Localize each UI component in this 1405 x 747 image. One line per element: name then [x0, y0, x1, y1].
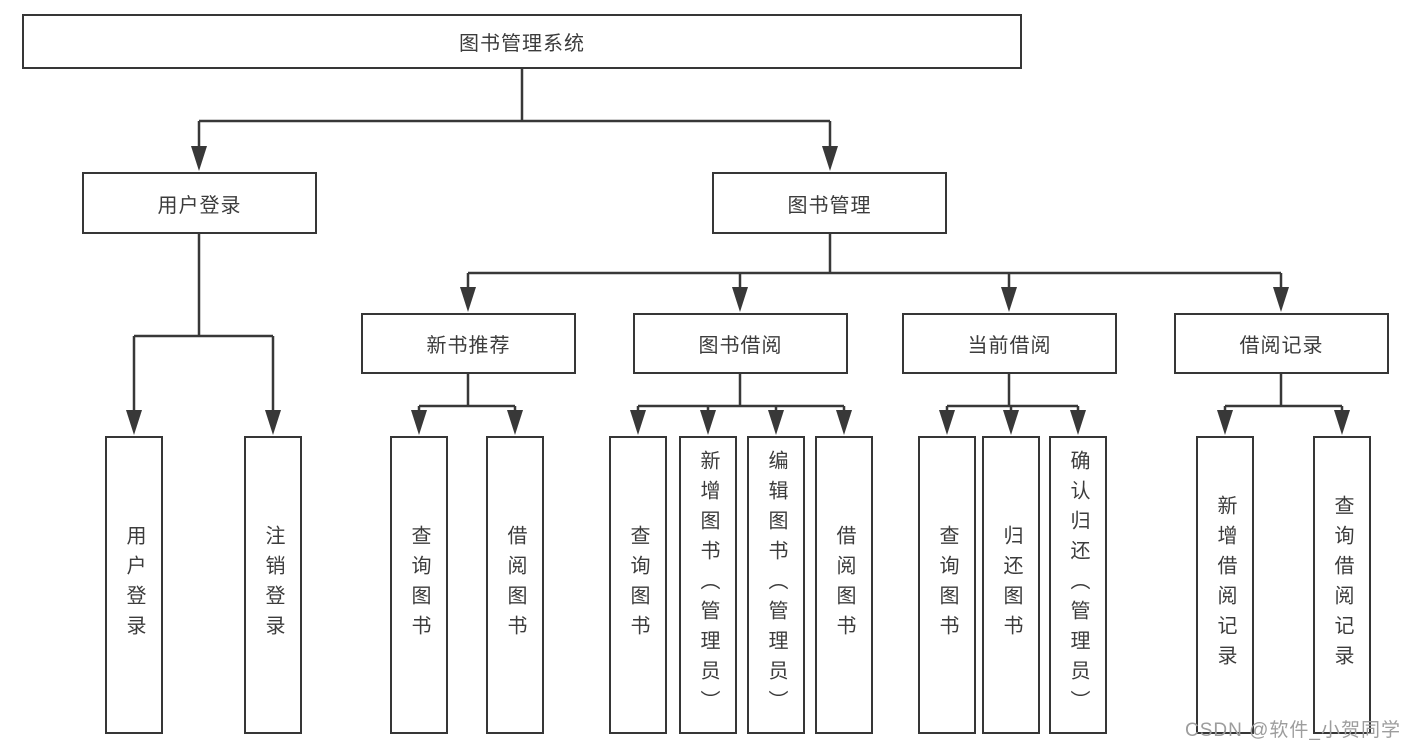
node-user-login: 用户登录	[82, 172, 317, 234]
arrow-down-icon	[1070, 410, 1086, 435]
leaf-query-books-recommend: 查询图书	[390, 436, 448, 734]
leaf-confirm-return-admin: 确认归还（管理员）	[1049, 436, 1107, 734]
arrow-down-icon	[507, 410, 523, 435]
node-label: 借阅图书	[504, 525, 526, 645]
leaf-edit-books-admin: 编辑图书（管理员）	[747, 436, 805, 734]
node-book-borrow: 图书借阅	[633, 313, 848, 374]
leaf-query-books-current: 查询图书	[918, 436, 976, 734]
node-label: 编辑图书（管理员）	[765, 450, 787, 720]
node-label: 借阅图书	[833, 525, 855, 645]
arrow-down-icon	[1273, 287, 1289, 312]
node-label: 图书借阅	[698, 335, 783, 357]
leaf-query-books-borrow: 查询图书	[609, 436, 667, 734]
node-root-library-system: 图书管理系统	[22, 14, 1022, 69]
arrow-down-icon	[822, 146, 838, 171]
arrow-down-icon	[1217, 410, 1233, 435]
node-label: 查询图书	[408, 525, 430, 645]
node-book-management: 图书管理	[712, 172, 947, 234]
node-label: 图书管理	[787, 194, 872, 217]
arrow-down-icon	[411, 410, 427, 435]
arrow-down-icon	[939, 410, 955, 435]
node-current-borrow: 当前借阅	[902, 313, 1117, 374]
csdn-watermark: CSDN @软件_小贺同学	[1185, 720, 1401, 741]
node-label: 确认归还（管理员）	[1067, 450, 1089, 720]
node-label: 用户登录	[123, 525, 145, 645]
node-label: 查询借阅记录	[1331, 495, 1353, 675]
connector-lines	[132, 69, 1344, 414]
arrow-down-icon	[191, 146, 207, 171]
arrow-down-icon	[630, 410, 646, 435]
node-label: 新书推荐	[426, 335, 511, 357]
node-new-book-recommend: 新书推荐	[361, 313, 576, 374]
leaf-add-books-admin: 新增图书（管理员）	[679, 436, 737, 734]
arrow-down-icon	[700, 410, 716, 435]
leaf-add-borrow-record: 新增借阅记录	[1196, 436, 1254, 734]
leaf-user-login: 用户登录	[105, 436, 163, 734]
arrow-down-icon	[1001, 287, 1017, 312]
leaf-return-books: 归还图书	[982, 436, 1040, 734]
leaf-query-borrow-record: 查询借阅记录	[1313, 436, 1371, 734]
arrow-down-icon	[1003, 410, 1019, 435]
node-label: 新增图书（管理员）	[697, 450, 719, 720]
arrow-down-icon	[126, 410, 142, 435]
leaf-borrow-books-recommend: 借阅图书	[486, 436, 544, 734]
arrow-down-icon	[836, 410, 852, 435]
arrow-down-icon	[265, 410, 281, 435]
arrow-down-icon	[1334, 410, 1350, 435]
node-borrow-record: 借阅记录	[1174, 313, 1389, 374]
node-label: 当前借阅	[967, 335, 1052, 357]
node-label: 归还图书	[1000, 525, 1022, 645]
arrow-down-icon	[732, 287, 748, 312]
arrow-down-icon	[460, 287, 476, 312]
node-label: 图书管理系统	[459, 33, 585, 55]
node-label: 查询图书	[936, 525, 958, 645]
leaf-logout: 注销登录	[244, 436, 302, 734]
arrow-down-icon	[768, 410, 784, 435]
node-label: 借阅记录	[1239, 335, 1324, 357]
leaf-borrow-books: 借阅图书	[815, 436, 873, 734]
node-label: 查询图书	[627, 525, 649, 645]
node-label: 新增借阅记录	[1214, 495, 1236, 675]
node-label: 注销登录	[262, 525, 284, 645]
node-label: 用户登录	[157, 194, 242, 217]
